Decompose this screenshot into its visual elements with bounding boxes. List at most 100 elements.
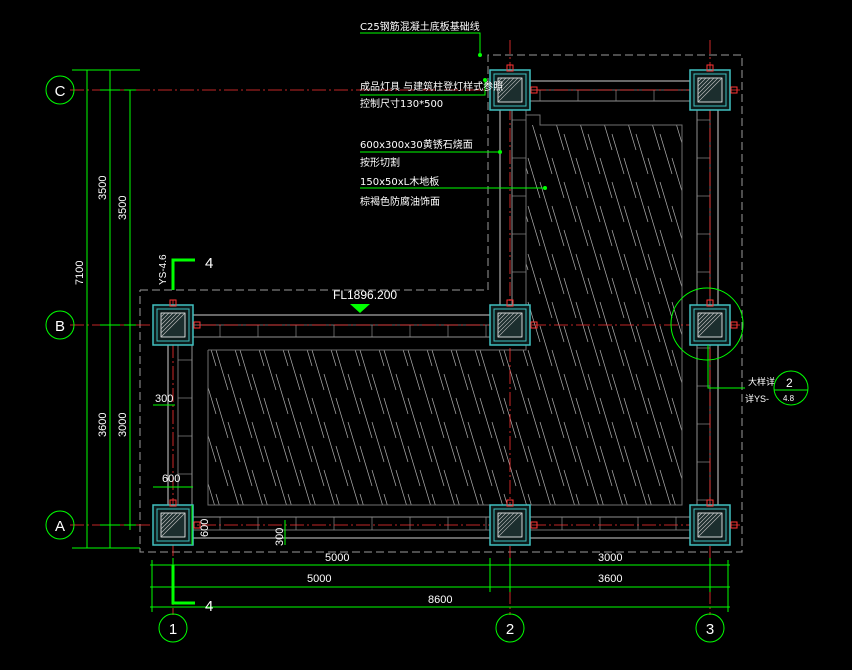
column-hatch bbox=[497, 77, 519, 99]
plank-line bbox=[599, 445, 613, 487]
plank-line bbox=[623, 445, 637, 487]
plank-line bbox=[659, 421, 673, 463]
column-hatch bbox=[160, 312, 186, 338]
plank-line bbox=[527, 493, 541, 505]
plank-line bbox=[208, 421, 217, 463]
plank-line bbox=[455, 349, 469, 391]
note-wood-2: 棕褐色防腐油饰面 bbox=[360, 195, 440, 208]
plank-line bbox=[227, 421, 241, 463]
lamp-marker bbox=[506, 64, 514, 72]
plank-line bbox=[479, 349, 493, 391]
plank-line bbox=[215, 397, 229, 439]
plank-line bbox=[551, 253, 565, 295]
plank-line bbox=[563, 469, 577, 505]
plank-line bbox=[539, 469, 553, 505]
plank-line bbox=[611, 373, 625, 415]
axis-bubble-A bbox=[45, 510, 75, 540]
level-label: FL1896.200 bbox=[333, 288, 397, 302]
plank-line bbox=[611, 421, 625, 463]
plank-line bbox=[227, 469, 241, 505]
plank-line bbox=[551, 397, 565, 439]
plank-line bbox=[575, 397, 589, 439]
note-stone-2: 按形切割 bbox=[360, 156, 400, 169]
dim-text-left-total: 7100 bbox=[74, 261, 86, 285]
plank-line bbox=[551, 205, 565, 247]
column-hatch bbox=[160, 512, 178, 530]
plank-line bbox=[359, 349, 373, 391]
plank-line bbox=[251, 421, 265, 463]
plank-line bbox=[227, 373, 241, 415]
plank-line bbox=[287, 349, 301, 391]
plank-line bbox=[431, 493, 445, 505]
plank-line bbox=[239, 397, 253, 439]
plank-line bbox=[611, 469, 625, 505]
plank-line bbox=[515, 373, 529, 415]
plank-line bbox=[407, 349, 421, 391]
plank-line bbox=[647, 397, 661, 439]
dim-text-inner-bottom-left: 5000 bbox=[325, 552, 349, 564]
plank-line bbox=[635, 277, 649, 319]
dim-text-bottom-right: 3600 bbox=[598, 573, 622, 585]
plank-line bbox=[287, 397, 301, 439]
plank-line bbox=[635, 469, 649, 505]
plank-line bbox=[527, 205, 541, 247]
column-hatch bbox=[497, 512, 515, 530]
column-hatch bbox=[697, 312, 715, 330]
plank-line bbox=[611, 181, 625, 223]
plank-line bbox=[647, 125, 661, 151]
plank-line bbox=[623, 349, 637, 391]
plank-line bbox=[623, 397, 637, 439]
column-post bbox=[152, 299, 201, 346]
plank-line bbox=[599, 157, 613, 199]
axis-label-3: 3 bbox=[706, 621, 714, 638]
axis-label-2: 2 bbox=[506, 621, 514, 638]
plank-line bbox=[239, 349, 253, 391]
plank-line bbox=[659, 469, 673, 505]
section-ref-top: YS-4.6 bbox=[158, 254, 169, 285]
plank-line bbox=[575, 493, 589, 505]
column-hatch bbox=[497, 77, 515, 95]
plank-line bbox=[208, 373, 217, 415]
column-hatch bbox=[497, 312, 523, 338]
plank-line bbox=[647, 349, 661, 391]
column-hatch bbox=[697, 312, 707, 322]
plank-line bbox=[407, 445, 421, 487]
plank-line bbox=[587, 469, 601, 505]
plank-line bbox=[443, 373, 457, 415]
plank-line bbox=[299, 469, 313, 505]
leader-dots bbox=[478, 53, 547, 190]
plank-line bbox=[599, 397, 613, 439]
column-inner bbox=[493, 73, 527, 107]
plank-line bbox=[671, 125, 682, 151]
column-hatch bbox=[697, 77, 715, 95]
column-hatch bbox=[160, 512, 170, 522]
leader-slab bbox=[360, 32, 481, 55]
column-hatch bbox=[697, 512, 711, 526]
dim-text-left-lower: 3600 bbox=[97, 413, 109, 437]
axis-label-A: A bbox=[55, 518, 65, 535]
dim-text-left-upper-inner: 3500 bbox=[117, 196, 129, 220]
detail-bubble bbox=[773, 370, 809, 406]
plank-line bbox=[635, 421, 649, 463]
plank-field-edge bbox=[207, 114, 683, 506]
column-post bbox=[489, 64, 538, 111]
lamp-marker bbox=[530, 86, 538, 94]
plank-line bbox=[575, 349, 589, 391]
leader-lamp bbox=[360, 80, 486, 96]
plank-line bbox=[611, 133, 625, 175]
column-inner bbox=[493, 308, 527, 342]
plank-line bbox=[575, 445, 589, 487]
plank-line bbox=[659, 133, 673, 175]
axis-labels: C B A 1 2 3 bbox=[55, 83, 715, 638]
column-hatch bbox=[697, 512, 707, 522]
level-triangle-icon bbox=[350, 304, 370, 313]
plank-line bbox=[587, 133, 601, 175]
plank-line bbox=[551, 493, 565, 505]
dim-text-left-upper: 3500 bbox=[97, 176, 109, 200]
plank-line bbox=[611, 325, 625, 367]
plank-line bbox=[539, 133, 553, 175]
plank-line bbox=[575, 253, 589, 295]
plank-line bbox=[671, 493, 682, 505]
leader-dot bbox=[543, 186, 547, 190]
plank-line bbox=[239, 445, 253, 487]
